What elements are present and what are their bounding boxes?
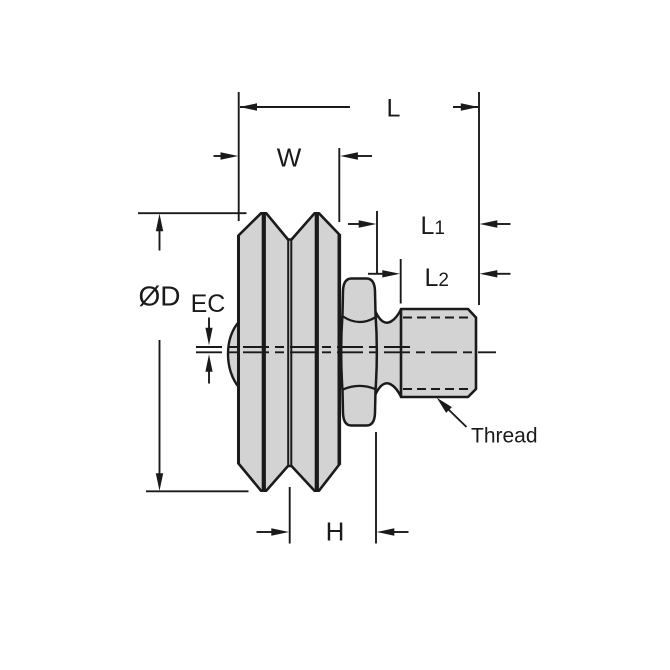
arrowhead-left — [271, 528, 289, 536]
label-l2-base: L — [425, 264, 439, 292]
hub-arc — [226, 319, 241, 390]
arrowhead-up — [205, 354, 213, 372]
hex-facet-line-top — [342, 315, 376, 324]
arrowhead-left — [239, 103, 257, 111]
dim-wheel-diameter: ØD — [138, 212, 249, 493]
leader-line — [447, 408, 468, 428]
neck-top-curve — [373, 307, 403, 324]
arrowhead-right — [460, 103, 479, 111]
thread-callout: Thread — [436, 397, 538, 448]
dim-hub-width: H — [256, 432, 409, 547]
label-eccentric-offset: EC — [191, 290, 226, 318]
arrowhead-right — [340, 152, 358, 160]
arrowhead-right — [376, 528, 395, 536]
dim-l2: L2 — [368, 259, 511, 304]
arrowhead-right — [479, 220, 498, 228]
center-lines — [196, 346, 496, 354]
arrowhead-right — [479, 270, 498, 278]
label-l2-sub: 2 — [438, 270, 449, 291]
label-l1-sub: 1 — [434, 218, 445, 239]
arrowhead-up — [155, 213, 164, 232]
hex-facet-line-bottom — [342, 384, 376, 391]
label-overall-length: L — [387, 95, 401, 123]
label-l1: L1 — [421, 212, 445, 240]
arrowhead-down — [155, 473, 164, 491]
vee-wheel — [226, 212, 342, 492]
label-wheel-width: W — [277, 143, 302, 173]
dim-eccentric-offset: EC — [191, 290, 226, 384]
label-wheel-diameter: ØD — [139, 281, 181, 312]
arrowhead-left — [382, 270, 400, 278]
neck-bottom-curve — [373, 382, 403, 399]
label-thread: Thread — [471, 425, 538, 448]
dim-overall-length: L — [237, 92, 480, 305]
arrowhead-left — [220, 152, 239, 160]
label-l2: L2 — [425, 264, 449, 292]
label-l1-base: L — [421, 212, 435, 240]
dim-wheel-width: W — [213, 143, 372, 222]
arrowhead-left — [358, 220, 377, 228]
dim-l1: L1 — [348, 211, 511, 274]
arrowhead-down — [205, 327, 213, 346]
arrowhead — [436, 397, 452, 413]
label-hub-width: H — [326, 517, 345, 547]
